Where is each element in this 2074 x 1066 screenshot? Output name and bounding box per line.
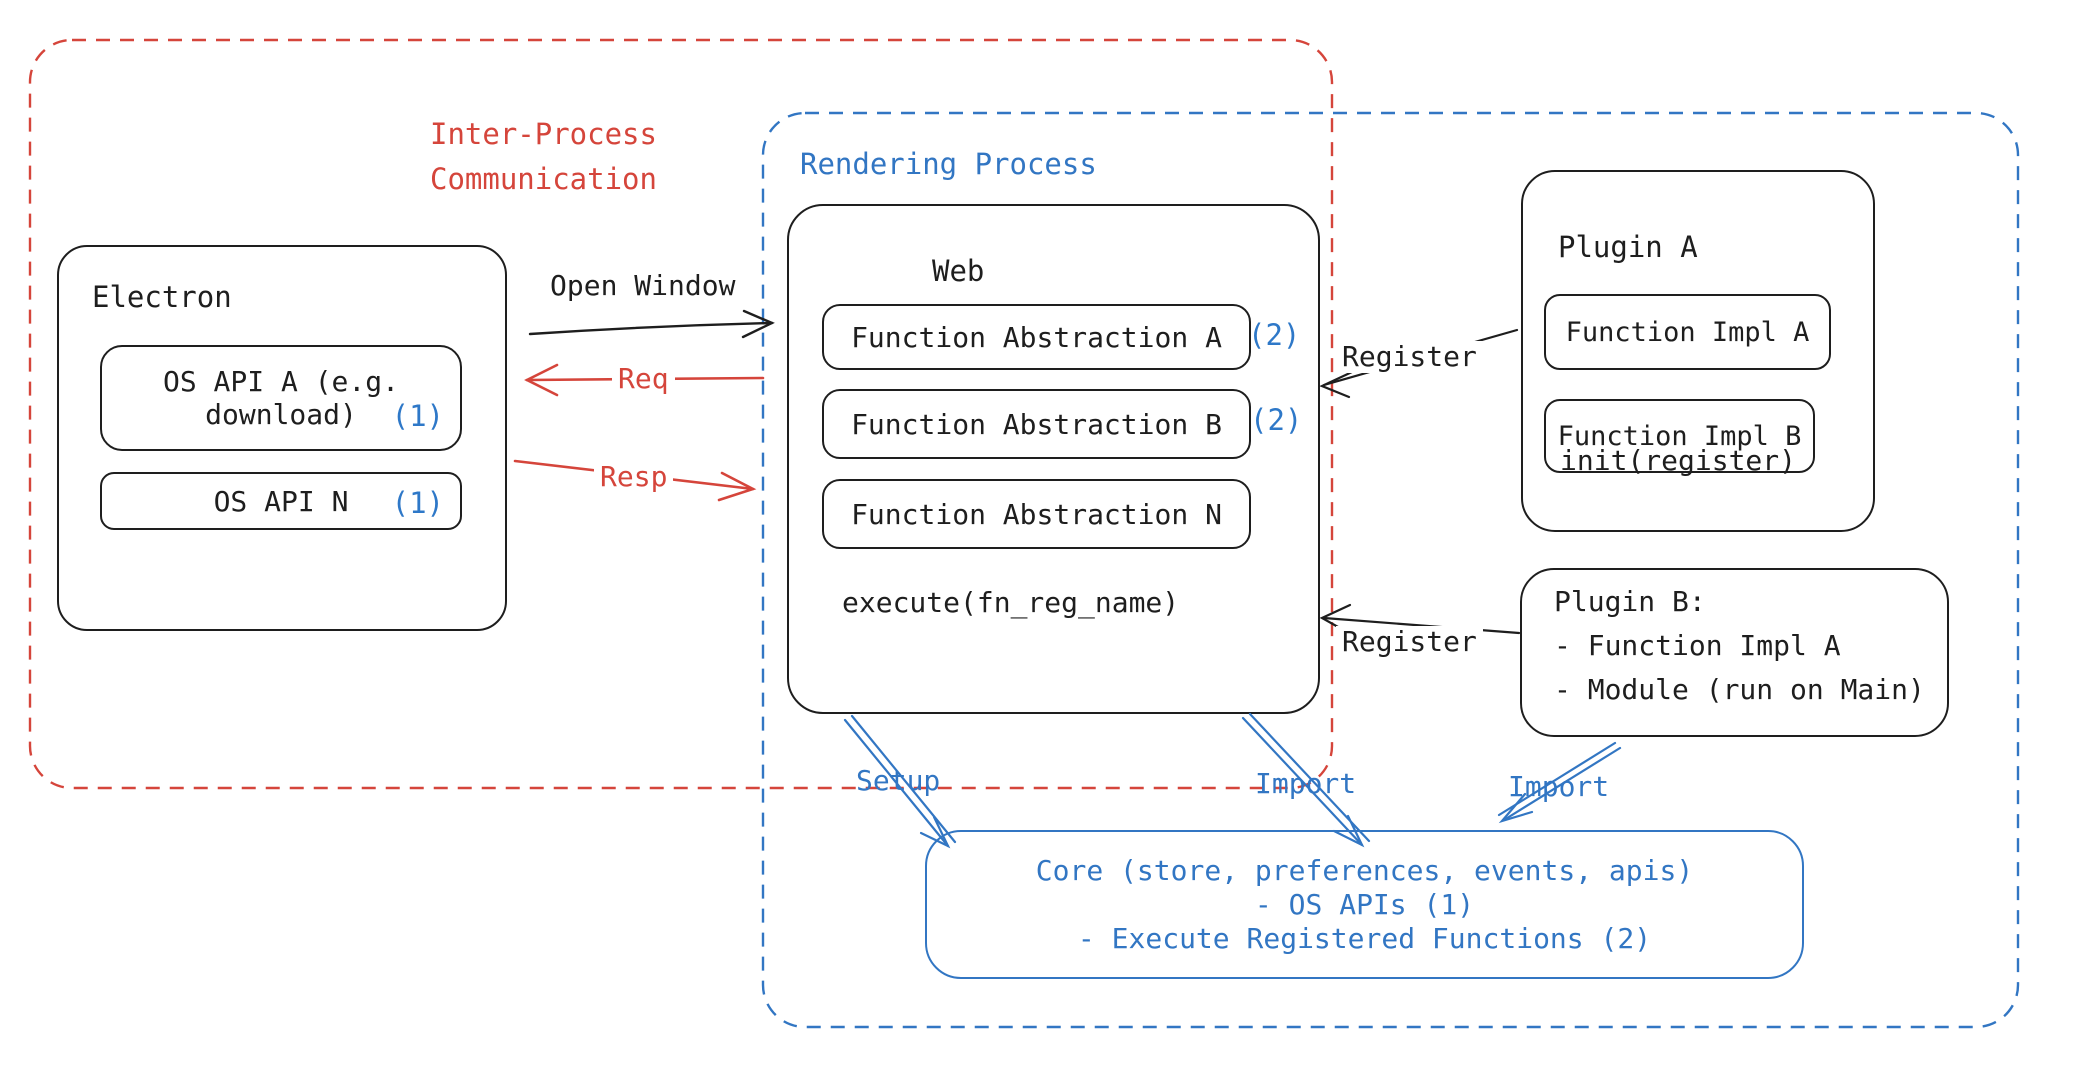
open-window-label: Open Window (550, 269, 736, 302)
register-a-label: Register (1336, 341, 1483, 373)
function-abstraction-a-badge: (2) (1248, 318, 1301, 352)
os-api-n-label: OS API N (213, 484, 349, 518)
execute-label: execute(fn_reg_name) (842, 586, 1180, 619)
ipc-label-line1: Inter-Process (430, 117, 657, 151)
core-box: Core (store, preferences, events, apis) … (925, 830, 1804, 979)
os-api-a-line1: OS API A (e.g. (162, 365, 399, 398)
function-abstraction-a-box: Function Abstraction A (822, 304, 1251, 370)
plugin-b-title: Plugin B: (1554, 585, 1706, 618)
function-abstraction-n-label: Function Abstraction N (851, 497, 1222, 531)
function-impl-a-label: Function Impl A (1565, 316, 1810, 348)
open-window-arrow (528, 309, 775, 339)
plugin-a-box: Plugin A Function Impl A Function Impl B… (1521, 170, 1875, 532)
core-line3: - Execute Registered Functions (2) (1077, 922, 1652, 955)
plugin-b-box: Plugin B: - Function Impl A - Module (ru… (1520, 568, 1949, 737)
import-web-label: Import (1255, 767, 1357, 800)
setup-label: Setup (856, 764, 941, 797)
function-abstraction-b-label: Function Abstraction B (851, 407, 1222, 441)
function-abstraction-b-box: Function Abstraction B (822, 389, 1251, 459)
os-api-a-line2: download) (205, 398, 357, 431)
ipc-label: Inter-Process Communication (430, 112, 657, 202)
register-b-label: Register (1336, 626, 1483, 658)
function-abstraction-n-box: Function Abstraction N (822, 479, 1251, 549)
plugin-b-item-module: - Module (run on Main) (1554, 673, 1925, 706)
os-api-n-box: OS API N (1) (100, 472, 462, 530)
electron-title: Electron (92, 280, 232, 314)
os-api-n-badge: (1) (391, 486, 444, 520)
import-plugin-b-label: Import (1508, 770, 1610, 803)
resp-label: Resp (594, 461, 674, 493)
function-impl-a-box: Function Impl A (1544, 294, 1831, 370)
os-api-a-box: OS API A (e.g. download) (1) (100, 345, 462, 451)
plugin-b-item-function-impl-a: - Function Impl A (1554, 629, 1841, 662)
web-box: Web Function Abstraction A Function Abst… (787, 204, 1320, 714)
init-register-label: init(register) (1560, 444, 1797, 477)
core-line1: Core (store, preferences, events, apis) (1035, 854, 1694, 887)
electron-box: Electron OS API A (e.g. download) (1) OS… (57, 245, 507, 631)
web-title: Web (932, 254, 985, 288)
req-label: Req (612, 363, 675, 395)
function-abstraction-a-label: Function Abstraction A (851, 320, 1222, 354)
os-api-a-badge: (1) (391, 399, 444, 433)
plugin-a-title: Plugin A (1558, 230, 1698, 264)
rendering-process-label: Rendering Process (800, 147, 1097, 181)
ipc-label-line2: Communication (430, 162, 657, 196)
core-line2: - OS APIs (1) (1254, 888, 1475, 921)
function-abstraction-b-badge: (2) (1250, 403, 1303, 437)
